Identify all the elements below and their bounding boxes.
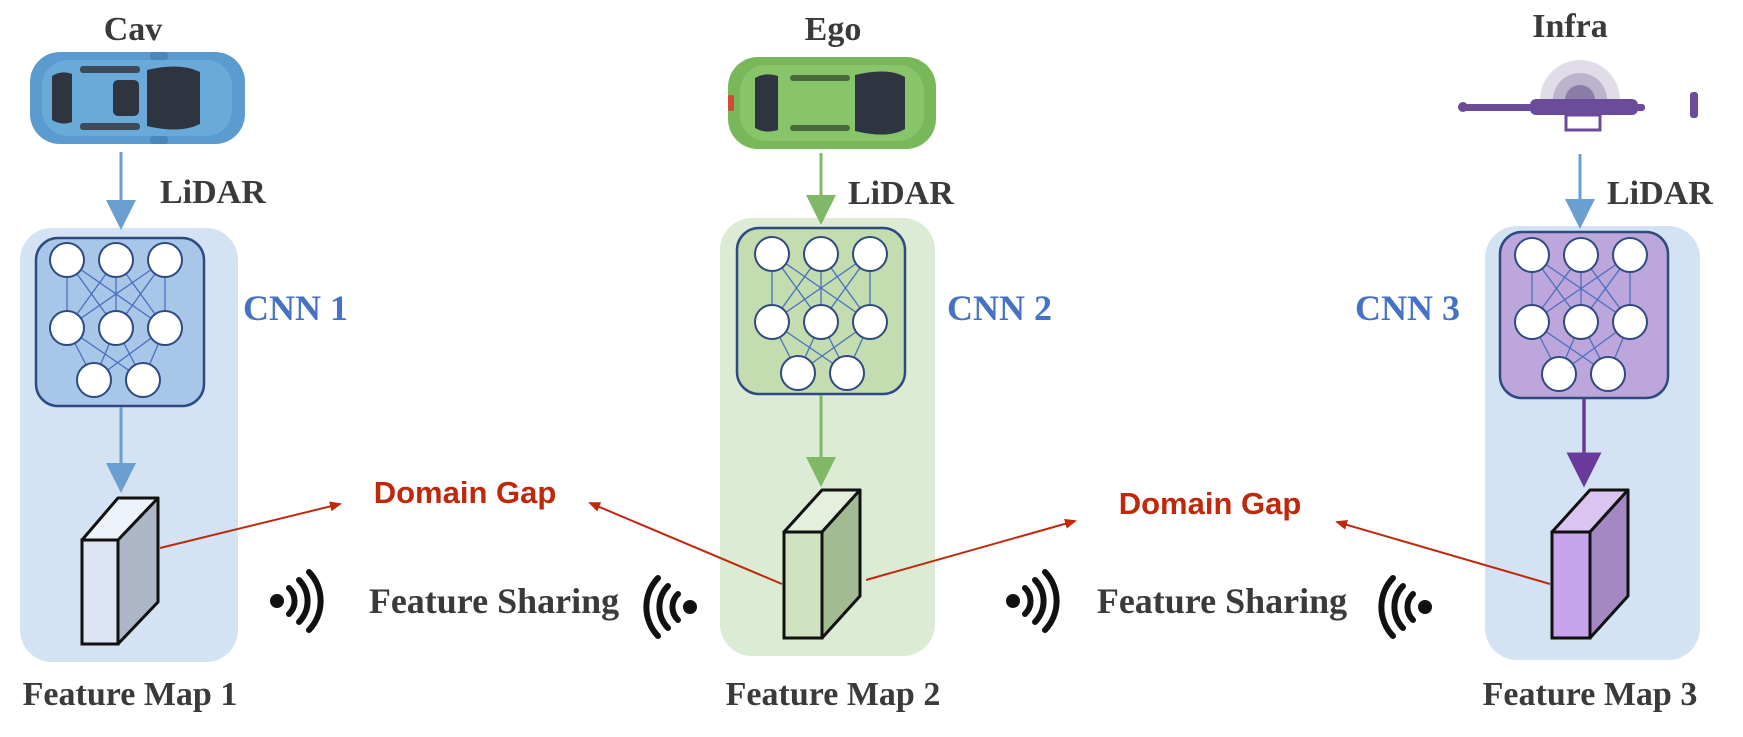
infra-sensor-label: LiDAR xyxy=(1607,175,1713,212)
cav-column: Cav LiDAR xyxy=(20,11,348,713)
cav-cnn-node xyxy=(147,242,183,278)
infra-cnn-label: CNN 3 xyxy=(1355,288,1460,328)
feature-sharing-2: Feature Sharing xyxy=(1006,569,1432,639)
wireless-signal-icon xyxy=(643,575,697,639)
ego-cnn-node xyxy=(803,236,839,272)
cav-cnn-node xyxy=(98,310,134,346)
ego-sensor-label: LiDAR xyxy=(848,175,954,212)
cav-feature-map-cube xyxy=(80,496,160,646)
ego-feature-map-label: Feature Map 2 xyxy=(726,676,941,713)
infra-cnn-node xyxy=(1563,304,1599,340)
domain-gap-2: Domain Gap xyxy=(865,486,1551,585)
ego-cnn-node xyxy=(754,304,790,340)
domain-gap-1: Domain Gap xyxy=(159,475,783,585)
cav-cnn-node xyxy=(147,310,183,346)
infra-cnn-node xyxy=(1612,237,1648,273)
feature-sharing-label: Feature Sharing xyxy=(1097,581,1347,621)
domain-gap-label: Domain Gap xyxy=(374,475,557,510)
ego-cnn-node xyxy=(852,236,888,272)
domain-gap-label: Domain Gap xyxy=(1119,486,1302,521)
infra-cnn-node xyxy=(1541,356,1577,392)
ego-cnn-node xyxy=(803,304,839,340)
infra-cnn-node xyxy=(1563,237,1599,273)
cav-feature-map-label: Feature Map 1 xyxy=(23,676,238,713)
cav-cnn-node xyxy=(49,310,85,346)
cav-cnn-label: CNN 1 xyxy=(243,288,348,328)
infra-cnn-node xyxy=(1612,304,1648,340)
feature-sharing-1: Feature Sharing xyxy=(270,569,697,639)
domain-gap-arrow xyxy=(865,518,1077,581)
wireless-signal-icon xyxy=(270,569,324,633)
ego-feature-map-cube xyxy=(782,488,862,640)
infra-cnn-node xyxy=(1514,304,1550,340)
car-green-icon xyxy=(728,57,936,149)
cav-cnn-node xyxy=(125,362,161,398)
cav-cnn-node xyxy=(76,362,112,398)
ego-cnn-label: CNN 2 xyxy=(947,288,1052,328)
cav-sensor-label: LiDAR xyxy=(160,174,266,211)
infra-cnn-node xyxy=(1590,356,1626,392)
cav-cnn-node xyxy=(98,242,134,278)
ego-cnn-node xyxy=(852,304,888,340)
infra-cnn-node xyxy=(1514,237,1550,273)
wireless-signal-icon xyxy=(1378,575,1432,639)
ego-cnn-node xyxy=(780,355,816,391)
infra-feature-map-cube xyxy=(1550,488,1630,640)
domain-gap-arrow xyxy=(1335,519,1551,585)
ego-cnn-node xyxy=(754,236,790,272)
cav-cnn-block xyxy=(34,236,206,408)
ego-title: Ego xyxy=(805,11,862,48)
ego-cnn-block xyxy=(735,226,907,396)
wireless-signal-icon xyxy=(1006,569,1060,633)
car-blue-icon xyxy=(30,52,245,144)
ego-cnn-node xyxy=(829,355,865,391)
infra-cnn-block xyxy=(1498,230,1670,400)
feature-sharing-label: Feature Sharing xyxy=(369,581,619,621)
ego-column: Ego LiDAR xyxy=(720,11,1052,713)
infra-feature-map-label: Feature Map 3 xyxy=(1483,676,1698,713)
cav-title: Cav xyxy=(104,11,163,48)
domain-gap-arrow xyxy=(588,502,783,585)
infra-column: Infra LiDAR xyxy=(1355,8,1713,713)
roadside-lidar-icon xyxy=(1458,60,1698,132)
infra-title: Infra xyxy=(1532,8,1608,45)
domain-gap-arrow xyxy=(159,501,342,549)
cav-cnn-node xyxy=(49,242,85,278)
